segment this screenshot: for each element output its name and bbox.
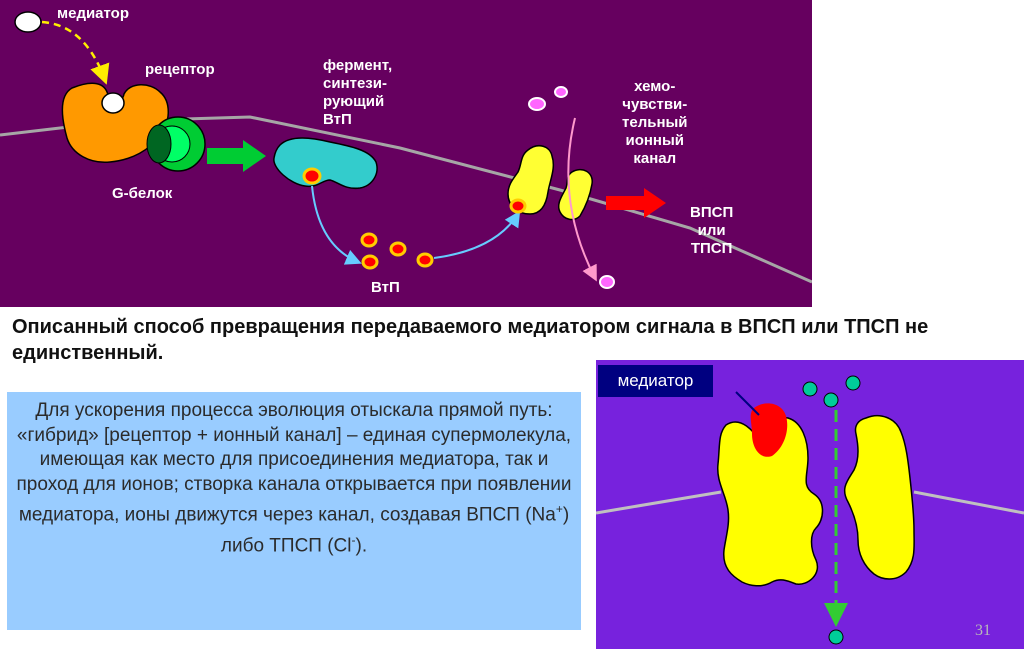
membrane-left (596, 490, 722, 515)
channel-left-half (717, 416, 824, 587)
ion-dot (528, 97, 546, 111)
result-arrow (606, 188, 666, 218)
signal-pathway-diagram (0, 11, 812, 289)
chloride-charge: - (351, 532, 356, 547)
mediator-label: медиатор (57, 5, 129, 22)
channel-binding-dot (509, 198, 527, 214)
enzyme-shape (273, 137, 378, 190)
explanation-box (7, 392, 581, 630)
messenger-to-channel-arrow (433, 210, 521, 259)
chemosensitive-channel-label: хемо- чувстви- тельный ионный канал (622, 78, 688, 167)
mediator-pointer-line (735, 391, 760, 416)
g-protein-label: G-белок (112, 185, 173, 202)
ion-channel-left (507, 145, 555, 215)
ion-channel-right (557, 168, 593, 221)
mediator-molecule (14, 11, 42, 33)
enzyme-to-messenger-arrow (311, 185, 362, 265)
sodium-charge: + (555, 502, 563, 516)
ion-dot (599, 275, 615, 289)
mediator-red (750, 403, 788, 457)
ion-flow-arrow (567, 117, 597, 282)
explanation-text: Для ускорения процесса эволюция отыскала… (14, 399, 574, 559)
ion-green (828, 629, 844, 645)
ion-green (823, 392, 839, 408)
mediator-bound-molecule (101, 92, 125, 114)
messenger-dot (361, 254, 379, 270)
messenger-dot (360, 232, 378, 248)
formula-start: ВПСП (Na (466, 504, 556, 526)
explanation-main-text: Для ускорения процесса эволюция отыскала… (16, 400, 572, 526)
messenger-dot (416, 252, 434, 268)
formula-middle: ) либо ТПСП (Cl (220, 504, 570, 557)
formula-end: ). (355, 535, 368, 557)
messenger-dot (389, 241, 407, 257)
receptor-label: рецептор (145, 61, 215, 78)
channel-right-half (843, 414, 915, 580)
slide-number: 31 (975, 622, 991, 639)
enzyme-product-dot (302, 167, 322, 185)
ion-dot (554, 86, 568, 98)
mediator-dashed-arrow (41, 20, 110, 85)
ionotropic-receptor-diagram (596, 375, 1024, 645)
enzyme-label: фермент, синтези- рующий ВтП (323, 57, 393, 128)
ion-green (802, 381, 818, 397)
mediator-tag: медиатор (598, 365, 713, 397)
activation-arrow (207, 140, 266, 172)
g-protein-inner (146, 124, 172, 164)
membrane-right (913, 490, 1024, 515)
ion-green (845, 375, 861, 391)
summary-heading: Описанный способ превращения передаваемо… (12, 316, 929, 364)
psp-result-label: ВПСП или ТПСП (690, 204, 734, 257)
second-messenger-label: ВтП (371, 279, 400, 296)
